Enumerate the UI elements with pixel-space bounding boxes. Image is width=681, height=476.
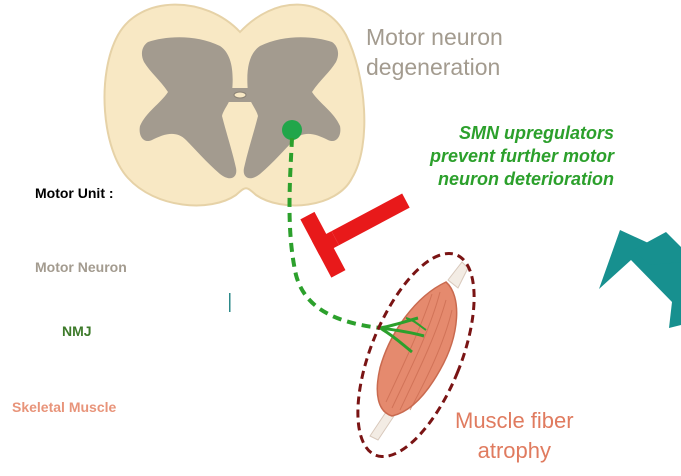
smn-upregulators-label: SMN upregulators prevent further motor n… <box>430 122 614 191</box>
muscle-tendon-top <box>448 262 468 288</box>
atrophy-label-line-2: atrophy <box>455 436 574 466</box>
degeneration-label-line-1: Motor neuron <box>366 22 503 52</box>
motor-unit-heading: Motor Unit : <box>35 185 114 201</box>
skeletal-muscle-label: Skeletal Muscle <box>12 399 116 415</box>
smn-label-line-1: SMN upregulators <box>430 122 614 145</box>
spinal-cord-cross-section <box>105 5 365 206</box>
muscle-atrophy-label: Muscle fiber atrophy <box>455 406 574 466</box>
motor-neuron-cell-body <box>282 120 302 140</box>
divider-tick <box>229 293 231 312</box>
skeletal-muscle <box>370 262 468 440</box>
motor-neuron-label: Motor Neuron <box>35 259 127 275</box>
smn-label-line-3: neuron deterioration <box>430 168 614 191</box>
smn-label-line-2: prevent further motor <box>430 145 614 168</box>
nmj-label: NMJ <box>62 323 92 339</box>
degeneration-label: Motor neuron degeneration <box>366 22 503 82</box>
atrophy-label-line-1: Muscle fiber <box>455 406 574 436</box>
degeneration-label-line-2: degeneration <box>366 52 503 82</box>
central-canal <box>234 92 246 98</box>
